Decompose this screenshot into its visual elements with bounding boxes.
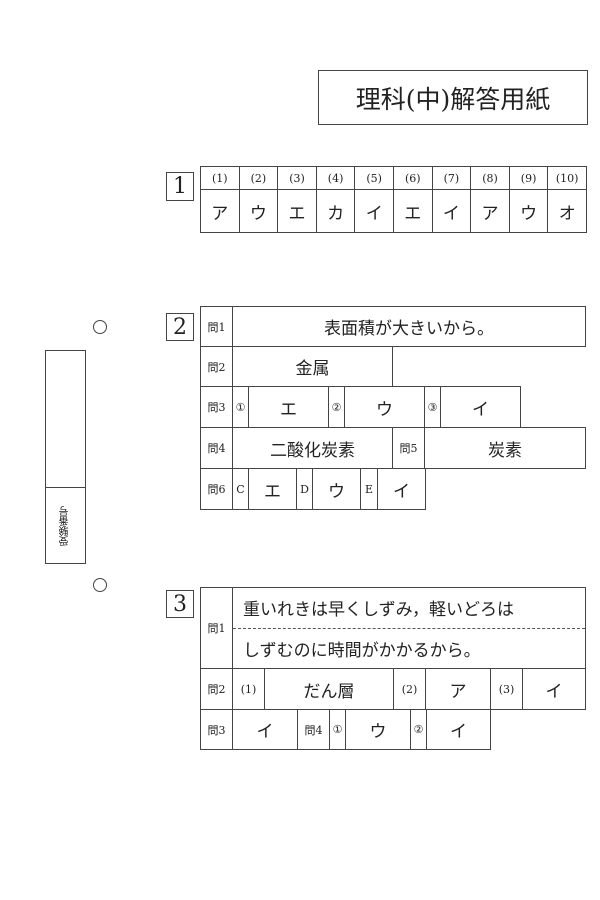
binding-hole-top xyxy=(93,320,107,334)
page-title: 理科(中)解答用紙 xyxy=(318,70,588,125)
s1-answer-3[interactable]: エ xyxy=(277,189,317,233)
s1-answer-2[interactable]: ウ xyxy=(238,189,279,233)
s3-q1-line1: 重いれきは早くしずみ，軽いどろは xyxy=(233,588,585,629)
exam-number-label: 受験番号 xyxy=(60,505,71,546)
s1-answer-5[interactable]: イ xyxy=(354,189,394,233)
s1-header-10: (10) xyxy=(547,166,587,190)
s2-q6-answer-c[interactable]: エ xyxy=(248,468,297,510)
s3-q1-answer[interactable]: 重いれきは早くしずみ，軽いどろは しずむのに時間がかかるから。 xyxy=(232,587,586,669)
s2-q3-mark-2: ② xyxy=(328,386,345,428)
binding-hole-bottom xyxy=(93,578,107,592)
s1-header-2: (2) xyxy=(238,166,279,190)
s2-q4-answer[interactable]: 二酸化炭素 xyxy=(232,427,393,469)
s1-header-3: (3) xyxy=(277,166,317,190)
s1-answer-1[interactable]: ア xyxy=(200,189,240,233)
s3-q4-mark-1: ① xyxy=(329,709,346,750)
s2-q6-answer-d[interactable]: ウ xyxy=(312,468,361,510)
section-number-3: 3 xyxy=(166,590,194,618)
s3-q4-mark-2: ② xyxy=(410,709,427,750)
s1-answer-8[interactable]: ア xyxy=(470,189,510,233)
s2-q3-answer-3[interactable]: イ xyxy=(440,386,521,428)
s2-q6-mark-c: C xyxy=(232,468,249,510)
s3-q1-line2: しずむのに時間がかかるから。 xyxy=(243,640,481,661)
exam-number-field[interactable] xyxy=(45,350,86,488)
s1-header-7: (7) xyxy=(431,166,472,190)
s1-header-6: (6) xyxy=(393,166,433,190)
s2-q6-label: 問6 xyxy=(200,468,233,510)
s3-q1-label: 問1 xyxy=(200,587,233,669)
s2-q3-mark-3: ③ xyxy=(424,386,441,428)
s2-q2-label: 問2 xyxy=(200,346,233,387)
s2-q3-label: 問3 xyxy=(200,386,233,428)
s2-q6-mark-e: E xyxy=(360,468,378,510)
section-number-2: 2 xyxy=(166,313,194,341)
s1-header-9: (9) xyxy=(508,166,549,190)
s3-q4-answer-1[interactable]: ウ xyxy=(345,709,411,750)
s3-q2-label: 問2 xyxy=(200,668,233,710)
s2-q3-answer-2[interactable]: ウ xyxy=(344,386,425,428)
s3-q2-mark-3: (3) xyxy=(490,668,523,710)
exam-number-label-cell: 受験番号 xyxy=(45,487,86,564)
s2-q6-mark-d: D xyxy=(296,468,313,510)
s1-answer-7[interactable]: イ xyxy=(431,189,472,233)
s1-header-1: (1) xyxy=(200,166,240,190)
s2-q3-mark-1: ① xyxy=(232,386,249,428)
s1-answer-6[interactable]: エ xyxy=(393,189,433,233)
s3-q2-mark-2: (2) xyxy=(393,668,426,710)
s2-q1-label: 問1 xyxy=(200,306,233,347)
s3-q3-label: 問3 xyxy=(200,709,233,750)
s1-answer-9[interactable]: ウ xyxy=(508,189,549,233)
s2-q1-answer[interactable]: 表面積が大きいから。 xyxy=(232,306,586,347)
s2-q4-label: 問4 xyxy=(200,427,233,469)
s2-q5-answer[interactable]: 炭素 xyxy=(424,427,586,469)
s3-q2-answer-2[interactable]: ア xyxy=(425,668,491,710)
s1-header-5: (5) xyxy=(354,166,394,190)
s1-answer-4[interactable]: カ xyxy=(315,189,356,233)
s3-q4-label: 問4 xyxy=(297,709,330,750)
s2-q5-label: 問5 xyxy=(392,427,425,469)
s1-header-8: (8) xyxy=(470,166,510,190)
s3-q3-answer[interactable]: イ xyxy=(232,709,298,750)
s3-q4-answer-2[interactable]: イ xyxy=(426,709,491,750)
s3-q2-answer-1[interactable]: だん層 xyxy=(264,668,394,710)
s3-q2-mark-1: (1) xyxy=(232,668,265,710)
s1-header-4: (4) xyxy=(315,166,356,190)
s2-q3-answer-1[interactable]: エ xyxy=(248,386,329,428)
s2-q2-answer[interactable]: 金属 xyxy=(232,346,393,387)
s3-q2-answer-3[interactable]: イ xyxy=(522,668,586,710)
s2-q6-answer-e[interactable]: イ xyxy=(377,468,426,510)
section-number-1: 1 xyxy=(166,172,194,201)
s1-answer-10[interactable]: オ xyxy=(547,189,587,233)
